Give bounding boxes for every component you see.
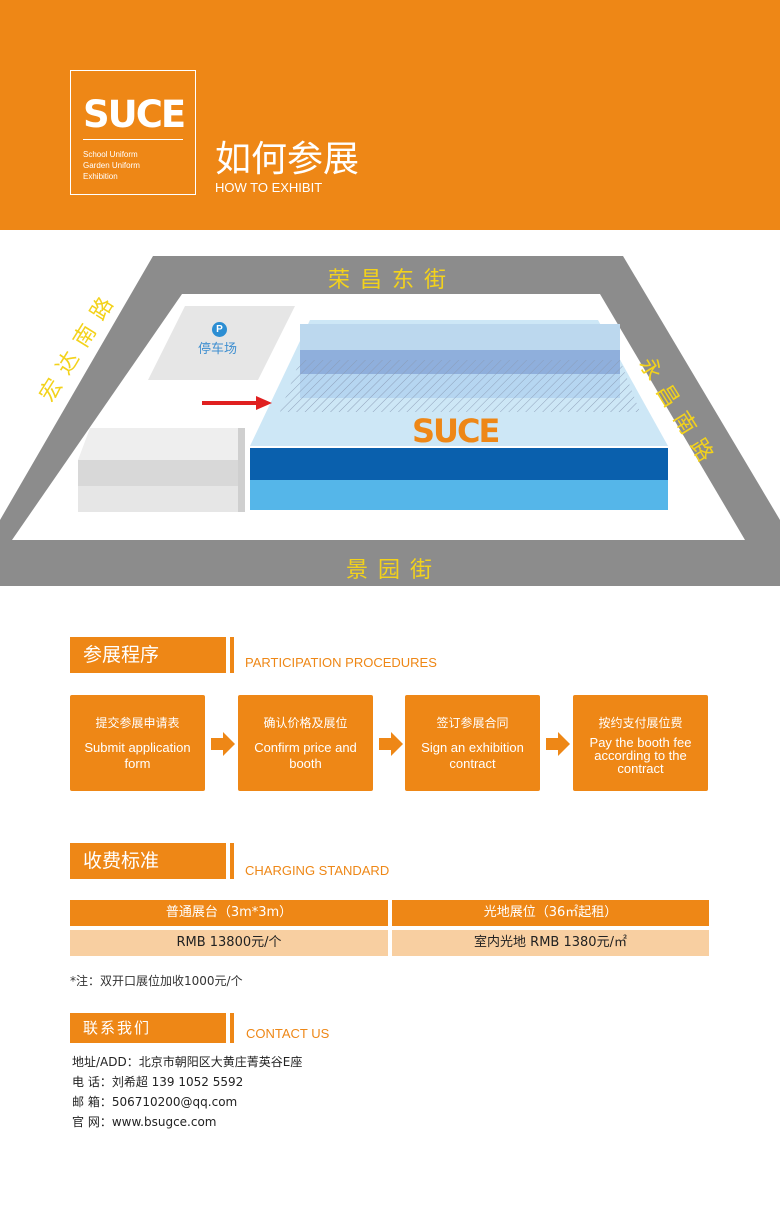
step-3-en: Sign an exhibition contract bbox=[421, 740, 524, 771]
step-confirm-price: 确认价格及展位 Confirm price and booth bbox=[238, 695, 373, 791]
charge-value-space: 室内光地 RMB 1380元/㎡ bbox=[392, 930, 709, 956]
suce-logo: SUCE School Uniform Garden Uniform Exhib… bbox=[70, 70, 196, 195]
logo-subtitle: School Uniform Garden Uniform Exhibition bbox=[83, 149, 140, 182]
step-sign-contract: 签订参展合同 Sign an exhibition contract bbox=[405, 695, 540, 791]
contact-title-bar bbox=[230, 1013, 234, 1043]
page-title: 如何参展 bbox=[215, 139, 360, 180]
contact-web-row: 官 网：www.bsugce.com bbox=[72, 1112, 302, 1132]
side-building-mid bbox=[78, 460, 238, 486]
charge-header-space: 光地展位（36㎡起租） bbox=[392, 900, 709, 926]
step-3-cn: 签订参展合同 bbox=[436, 716, 509, 730]
charging-title: 收费标准 bbox=[70, 843, 226, 879]
parking-icon: P bbox=[212, 322, 227, 337]
step-4-cn: 按约支付展位费 bbox=[598, 716, 683, 730]
charging-subtitle: CHARGING STANDARD bbox=[245, 863, 390, 878]
road-bottom-label: 景园街 bbox=[346, 558, 443, 583]
step-submit-form: 提交参展申请表 Submit application form bbox=[70, 695, 205, 791]
web-value: www.bsugce.com bbox=[111, 1115, 217, 1129]
charging-title-bar bbox=[230, 843, 234, 879]
venue-upper-top bbox=[300, 324, 620, 350]
parking-label: 停车场 bbox=[198, 342, 238, 357]
address-value: 北京市朝阳区大黄庄菁英谷E座 bbox=[138, 1055, 303, 1069]
venue-front-light bbox=[250, 480, 668, 510]
contact-email-row: 邮 箱：506710200@qq.com bbox=[72, 1092, 302, 1112]
step-arrow-1-icon bbox=[211, 732, 235, 756]
web-label: 官 网： bbox=[72, 1115, 112, 1129]
page-subtitle: HOW TO EXHIBIT bbox=[215, 180, 323, 195]
step-1-cn: 提交参展申请表 bbox=[95, 716, 180, 730]
logo-sub-line-1: School Uniform bbox=[83, 150, 138, 159]
road-top-label: 荣昌东街 bbox=[328, 268, 457, 293]
venue-logo: SUCE bbox=[412, 412, 500, 450]
charge-value-standard: RMB 13800元/个 bbox=[70, 930, 388, 956]
logo-sub-line-2: Garden Uniform bbox=[83, 161, 140, 170]
contact-title: 联系我们 bbox=[70, 1013, 226, 1043]
procedures-subtitle: PARTICIPATION PROCEDURES bbox=[245, 655, 437, 670]
parking-lot bbox=[148, 306, 295, 380]
phone-value: 刘希超 139 1052 5592 bbox=[111, 1075, 244, 1089]
address-label: 地址/ADD： bbox=[72, 1055, 139, 1069]
bottom-road bbox=[0, 546, 780, 586]
venue-map-drawing bbox=[0, 256, 780, 586]
step-1-en: Submit application form bbox=[84, 740, 191, 771]
contact-address-row: 地址/ADD：北京市朝阳区大黄庄菁英谷E座 bbox=[72, 1052, 302, 1072]
step-2-en: Confirm price and booth bbox=[254, 740, 357, 771]
entrance-arrow-head bbox=[256, 396, 272, 410]
step-2-cn: 确认价格及展位 bbox=[263, 716, 348, 730]
venue-front-dark bbox=[250, 448, 668, 480]
step-arrow-3-icon bbox=[546, 732, 570, 756]
procedures-title-bar bbox=[230, 637, 234, 673]
contact-info: 地址/ADD：北京市朝阳区大黄庄菁英谷E座 电 话：刘希超 139 1052 5… bbox=[72, 1052, 302, 1132]
page-header: SUCE School Uniform Garden Uniform Exhib… bbox=[0, 0, 780, 230]
side-building-bottom bbox=[78, 486, 238, 512]
email-value: 506710200@qq.com bbox=[111, 1095, 238, 1109]
step-arrow-2-icon bbox=[379, 732, 403, 756]
step-4-en: Pay the booth fee according to the contr… bbox=[589, 735, 692, 776]
contact-subtitle: CONTACT US bbox=[246, 1026, 330, 1041]
charge-note: *注：双开口展位加收1000元/个 bbox=[70, 974, 243, 988]
logo-wordmark: SUCE bbox=[83, 93, 186, 136]
logo-divider bbox=[83, 139, 183, 140]
phone-label: 电 话： bbox=[72, 1075, 112, 1089]
logo-sub-line-3: Exhibition bbox=[83, 172, 118, 181]
venue-map: 荣昌东街 宏达南路 永昌南路 景园街 P 停车场 SUCE bbox=[0, 250, 780, 590]
side-building-edge bbox=[238, 428, 245, 512]
email-label: 邮 箱： bbox=[72, 1095, 112, 1109]
procedures-title: 参展程序 bbox=[70, 637, 226, 673]
charge-header-standard: 普通展台（3m*3m） bbox=[70, 900, 388, 926]
side-building-top bbox=[78, 428, 245, 460]
step-pay-fee: 按约支付展位费 Pay the booth fee according to t… bbox=[573, 695, 708, 791]
contact-phone-row: 电 话：刘希超 139 1052 5592 bbox=[72, 1072, 302, 1092]
venue-hatch bbox=[280, 360, 640, 412]
